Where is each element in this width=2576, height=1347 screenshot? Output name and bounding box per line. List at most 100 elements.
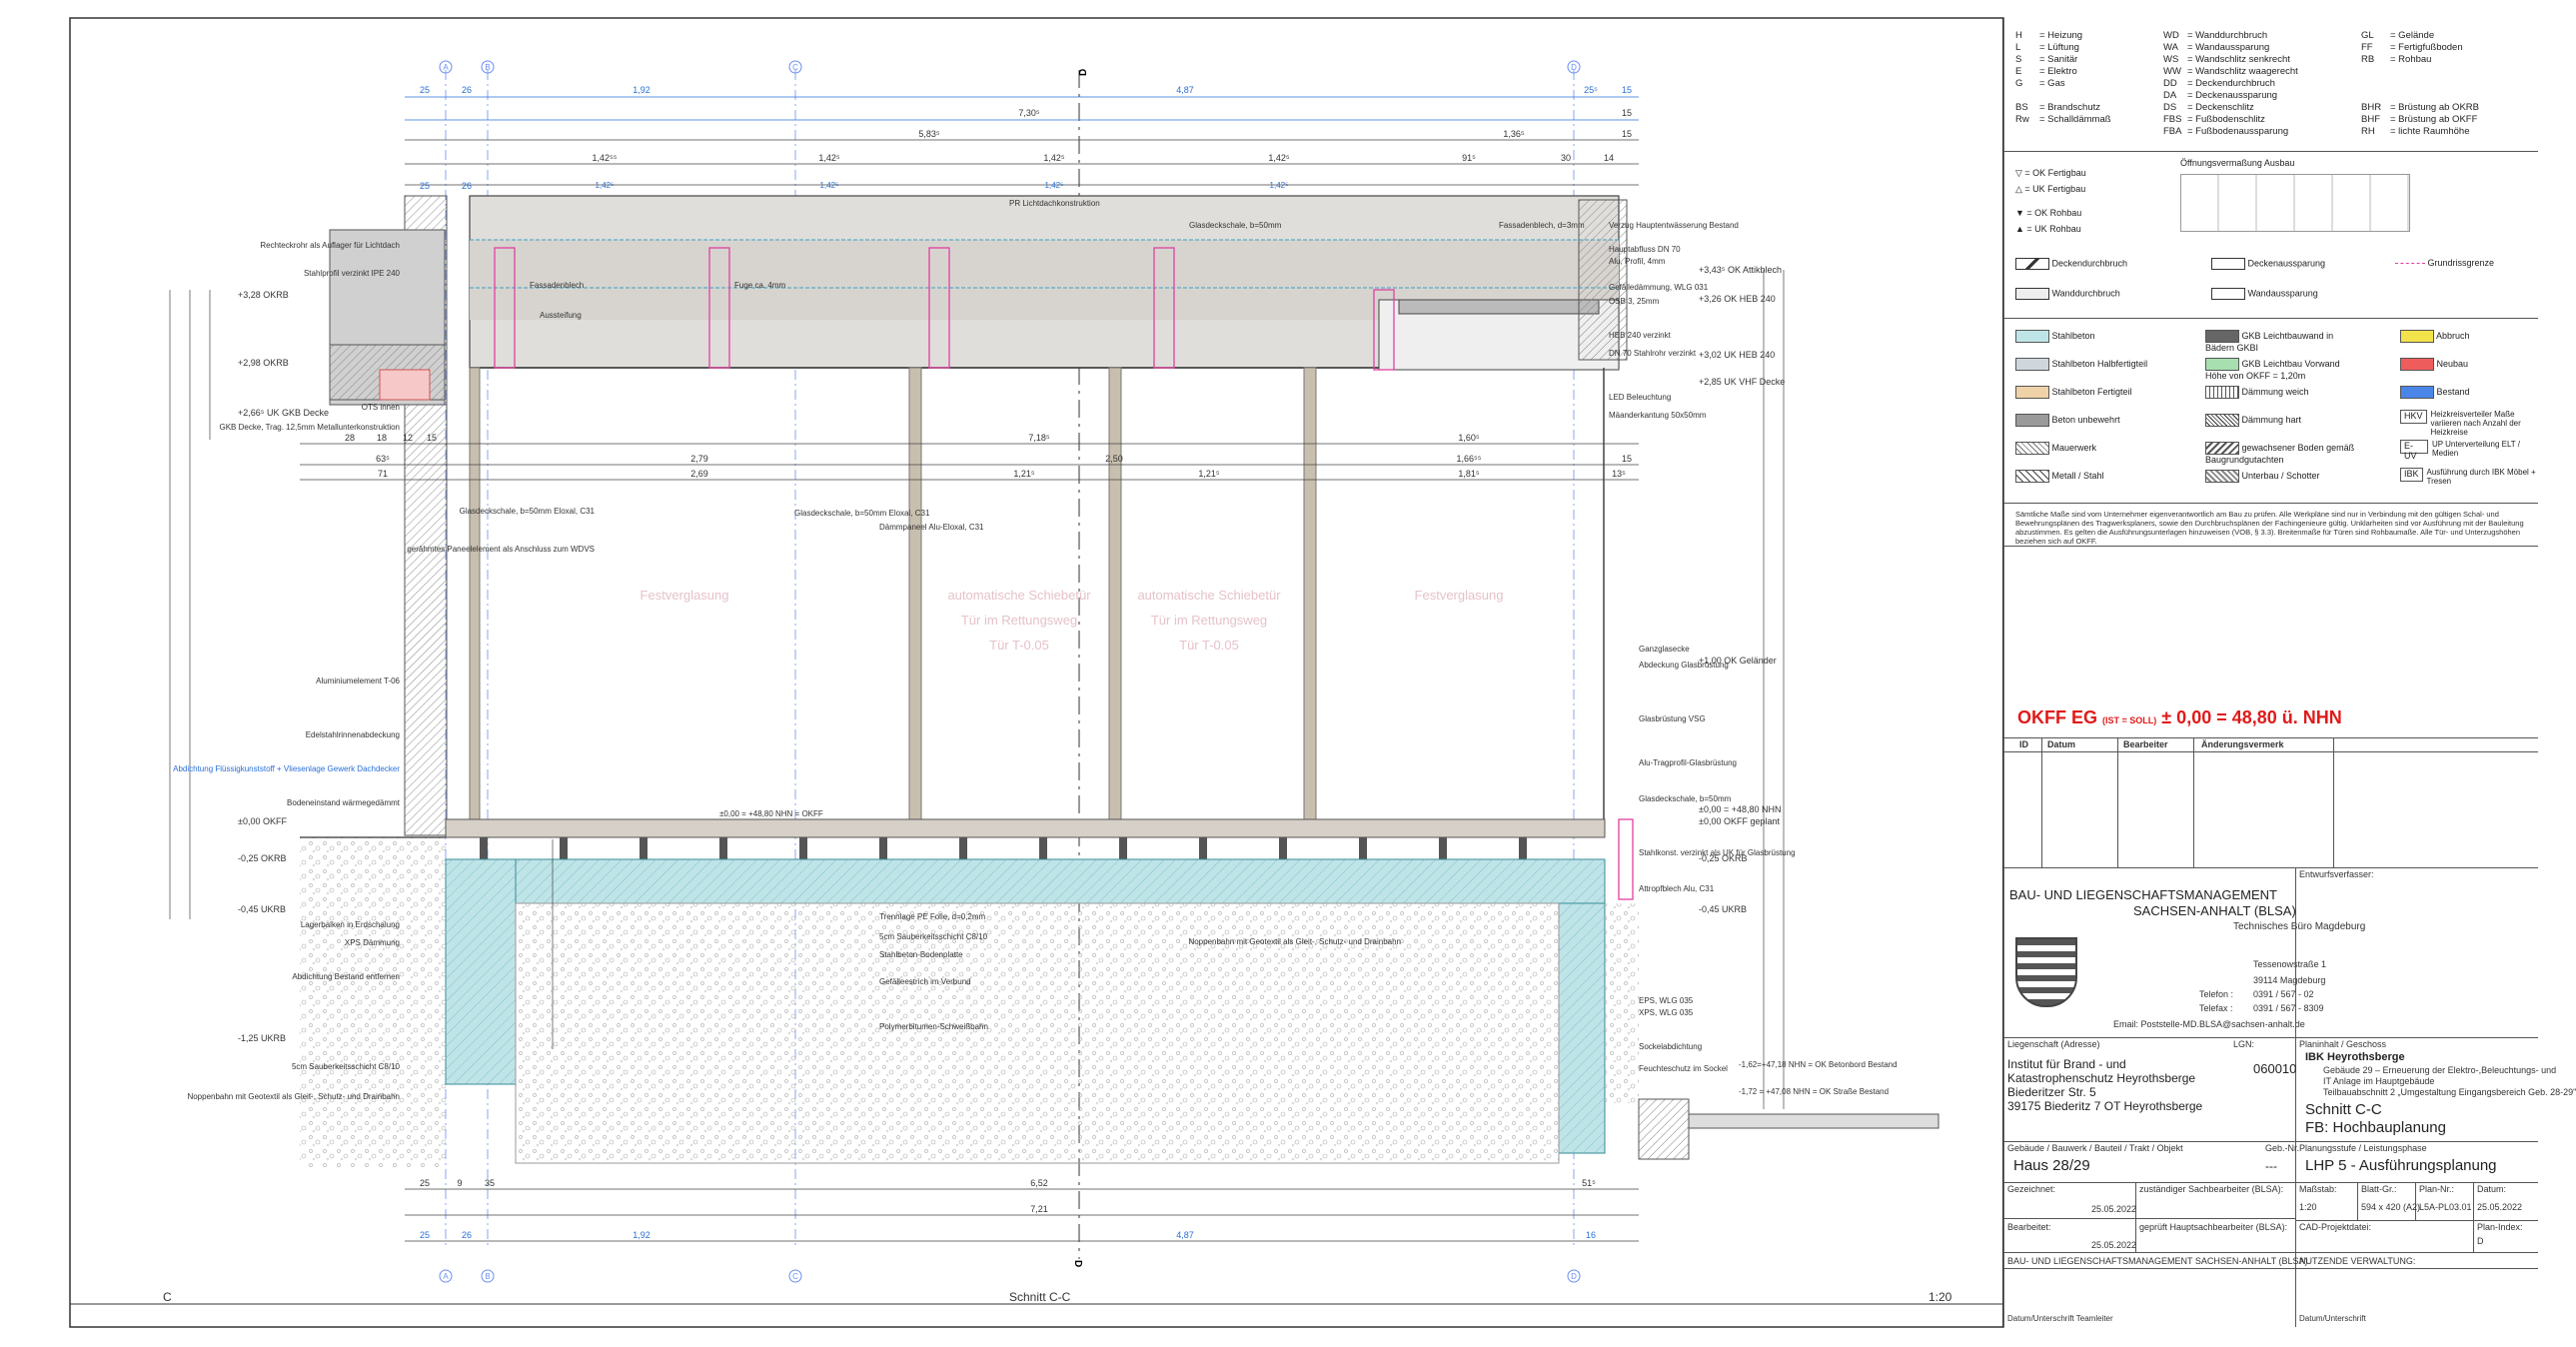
svg-text:Tür im Rettungsweg: Tür im Rettungsweg xyxy=(1151,613,1267,628)
dim-text: 15 xyxy=(1622,129,1632,139)
openings-diagram-icon xyxy=(2180,174,2410,232)
svg-text:Verzug Hauptentwässerung Besta: Verzug Hauptentwässerung Bestand xyxy=(1609,221,1739,230)
symbols-legend: ▽ = OK Fertigbau △ = UK Fertigbau ▼ = OK… xyxy=(2015,158,2495,300)
mullions xyxy=(469,367,1317,828)
dim-text: 1,21⁵ xyxy=(1198,469,1220,479)
dim-text: 12 xyxy=(403,433,413,443)
svg-text:DN 70 Stahlrohr verzinkt: DN 70 Stahlrohr verzinkt xyxy=(1609,349,1697,358)
svg-text:+3,28 OKRB: +3,28 OKRB xyxy=(238,290,289,300)
meta-block: Gezeichnet: 25.05.2022 zuständiger Sachb… xyxy=(2003,1182,2538,1327)
svg-text:Lagerbalken in Erdschalung: Lagerbalken in Erdschalung xyxy=(301,920,400,929)
dim-text: 1,42⁵ xyxy=(1043,153,1065,163)
dim-text: 25 xyxy=(420,1178,430,1188)
svg-text:Tür T-0.05: Tür T-0.05 xyxy=(989,638,1049,653)
svg-text:Feuchteschutz im Sockel: Feuchteschutz im Sockel xyxy=(1639,1064,1728,1073)
svg-text:±0,00 = +48,80 NHN: ±0,00 = +48,80 NHN xyxy=(1699,804,1782,814)
svg-text:-1,72 = +47,08 NHN = OK Straße: -1,72 = +47,08 NHN = OK Straße Bestand xyxy=(1739,1087,1889,1096)
axis-label-c-bottom: C xyxy=(792,1272,798,1281)
sheet-frame xyxy=(69,17,2004,1328)
dim-text: 51⁵ xyxy=(1582,1178,1596,1188)
dim-text: 25 xyxy=(420,85,430,95)
axis-label-a-bottom: A xyxy=(443,1272,449,1281)
svg-text:+2,85 UK VHF Decke: +2,85 UK VHF Decke xyxy=(1699,377,1785,387)
dim-text: 30 xyxy=(1561,153,1571,163)
revision-table: ID Datum Bearbeiter Änderungsvermerk xyxy=(2003,737,2538,867)
coat-of-arms-icon xyxy=(2015,937,2077,1007)
grundrissgrenze-icon xyxy=(2395,263,2425,265)
svg-text:Hauptabfluss DN 70: Hauptabfluss DN 70 xyxy=(1609,245,1681,254)
svg-text:Alu, Profil, 4mm: Alu, Profil, 4mm xyxy=(1609,257,1666,266)
dim-text: 25 xyxy=(420,1230,430,1240)
notes-left: Rechteckrohr als Auflager für Lichtdach … xyxy=(173,241,595,1101)
okff-level-label: OKFF EG (IST = SOLL) ± 0,00 = 48,80 ü. N… xyxy=(2017,707,2342,727)
dim-text: 13⁵ xyxy=(1612,469,1626,479)
floor-finish xyxy=(445,818,1606,838)
svg-text:Glasdeckschale, b=50mm Eloxal,: Glasdeckschale, b=50mm Eloxal, C31 xyxy=(460,507,596,516)
svg-text:-0,45 UKRB: -0,45 UKRB xyxy=(1699,904,1747,914)
dim-text: 5,83⁵ xyxy=(918,129,940,139)
notes-right: Verzug Hauptentwässerung Bestand Fassade… xyxy=(1188,221,1795,1073)
dim-text: 16 xyxy=(1586,1230,1596,1240)
notes-center: PR Lichtdachkonstruktion Glasdeckschale,… xyxy=(530,199,1282,1031)
dim-text: 18 xyxy=(377,433,387,443)
dim-text: 15 xyxy=(1622,108,1632,118)
svg-text:Sockelabdichtung: Sockelabdichtung xyxy=(1639,1042,1702,1051)
svg-text:Tür T-0.05: Tür T-0.05 xyxy=(1179,638,1239,653)
svg-text:-1,62=+47,18 NHN = OK Betonbor: -1,62=+47,18 NHN = OK Betonbord Bestand xyxy=(1739,1060,1898,1069)
svg-text:Fassadenblech: Fassadenblech xyxy=(530,281,584,290)
dim-text: 1,42⁵ xyxy=(818,153,840,163)
dim-text: 91⁵ xyxy=(1462,153,1476,163)
axis-label-d: D xyxy=(1571,63,1577,72)
svg-text:Stahlkonst. verzinkt als UK fü: Stahlkonst. verzinkt als UK für Glasbrüs… xyxy=(1639,848,1796,857)
levels-left: +3,28 OKRB +2,98 OKRB +2,66⁵ UK GKB Deck… xyxy=(238,290,329,1043)
wanddurchbruch-icon xyxy=(2015,288,2049,300)
svg-text:+3,43⁵ OK Attikblech: +3,43⁵ OK Attikblech xyxy=(1699,265,1782,275)
svg-text:Glasdeckschale, b=50mm: Glasdeckschale, b=50mm xyxy=(1639,794,1732,803)
uk-fertigbau-icon: △ = UK Fertigbau xyxy=(2015,184,2086,194)
dim-text: 1,60⁵ xyxy=(1458,433,1480,443)
svg-text:+2,66⁵ UK GKB Decke: +2,66⁵ UK GKB Decke xyxy=(238,408,329,418)
svg-text:XPS Dämmung: XPS Dämmung xyxy=(345,938,400,947)
svg-text:Abdichtung Bestand entfernen: Abdichtung Bestand entfernen xyxy=(292,972,400,981)
section-marker-top: D xyxy=(1078,69,1089,76)
svg-text:±0,00 OKFF: ±0,00 OKFF xyxy=(238,816,287,826)
svg-text:+2,98 OKRB: +2,98 OKRB xyxy=(238,358,289,368)
dim-text: 26 xyxy=(462,85,472,95)
svg-text:Mäanderkantung 50x50mm: Mäanderkantung 50x50mm xyxy=(1609,411,1707,420)
deckenaussparung-icon xyxy=(2211,258,2245,270)
svg-text:Trennlage PE Folie, d=0,2mm: Trennlage PE Folie, d=0,2mm xyxy=(879,912,986,921)
svg-text:+3,26 OK HEB 240: +3,26 OK HEB 240 xyxy=(1699,294,1776,304)
dim-text: 7,18⁵ xyxy=(1028,433,1050,443)
svg-text:Ganzglasecke: Ganzglasecke xyxy=(1639,645,1690,654)
dim-text: 9 xyxy=(457,1178,462,1188)
svg-text:Festverglasung: Festverglasung xyxy=(641,588,729,603)
svg-text:Abdeckung Glasbrüstung: Abdeckung Glasbrüstung xyxy=(1639,661,1729,670)
svg-text:-0,45 UKRB: -0,45 UKRB xyxy=(238,904,286,914)
dim-text: 25⁵ xyxy=(1584,85,1598,95)
dim-text: 1,92 xyxy=(633,1230,650,1240)
ok-fertigbau-icon: ▽ = OK Fertigbau xyxy=(2015,168,2086,178)
svg-text:Rechteckrohr als Auflager für: Rechteckrohr als Auflager für Lichtdach xyxy=(260,241,400,250)
svg-text:Festverglasung: Festverglasung xyxy=(1415,588,1504,603)
svg-text:Stahlbeton-Bodenplatte: Stahlbeton-Bodenplatte xyxy=(879,950,963,959)
dim-text: 2,50 xyxy=(1105,454,1123,464)
svg-text:Glasdeckschale, b=50mm: Glasdeckschale, b=50mm xyxy=(1189,221,1282,230)
dim-text: 1,42⁵ xyxy=(1270,181,1289,190)
svg-text:5cm Sauberkeitsschicht C8/10: 5cm Sauberkeitsschicht C8/10 xyxy=(879,932,988,941)
axis-bubbles-top xyxy=(439,60,1581,1283)
dim-text: 4,87 xyxy=(1176,1230,1194,1240)
svg-text:OTS innen: OTS innen xyxy=(362,403,400,412)
view-title: Schnitt C-C xyxy=(1009,1290,1071,1304)
svg-text:Noppenbahn mit Geotextil als G: Noppenbahn mit Geotextil als Gleit-, Sch… xyxy=(187,1092,400,1101)
dim-text: 25 xyxy=(420,181,430,191)
svg-text:Stahlprofil verzinkt IPE 240: Stahlprofil verzinkt IPE 240 xyxy=(304,269,401,278)
view-scale: 1:20 xyxy=(1929,1290,1952,1304)
dim-text: 2,69 xyxy=(690,469,708,479)
axis-label-a: A xyxy=(443,63,449,72)
dim-text: 15 xyxy=(1622,454,1632,464)
dim-text: 4,87 xyxy=(1176,85,1194,95)
levels-right: +3,43⁵ OK Attikblech +3,26 OK HEB 240 +3… xyxy=(1699,265,1898,1096)
svg-text:Tür im Rettungsweg: Tür im Rettungsweg xyxy=(961,613,1077,628)
